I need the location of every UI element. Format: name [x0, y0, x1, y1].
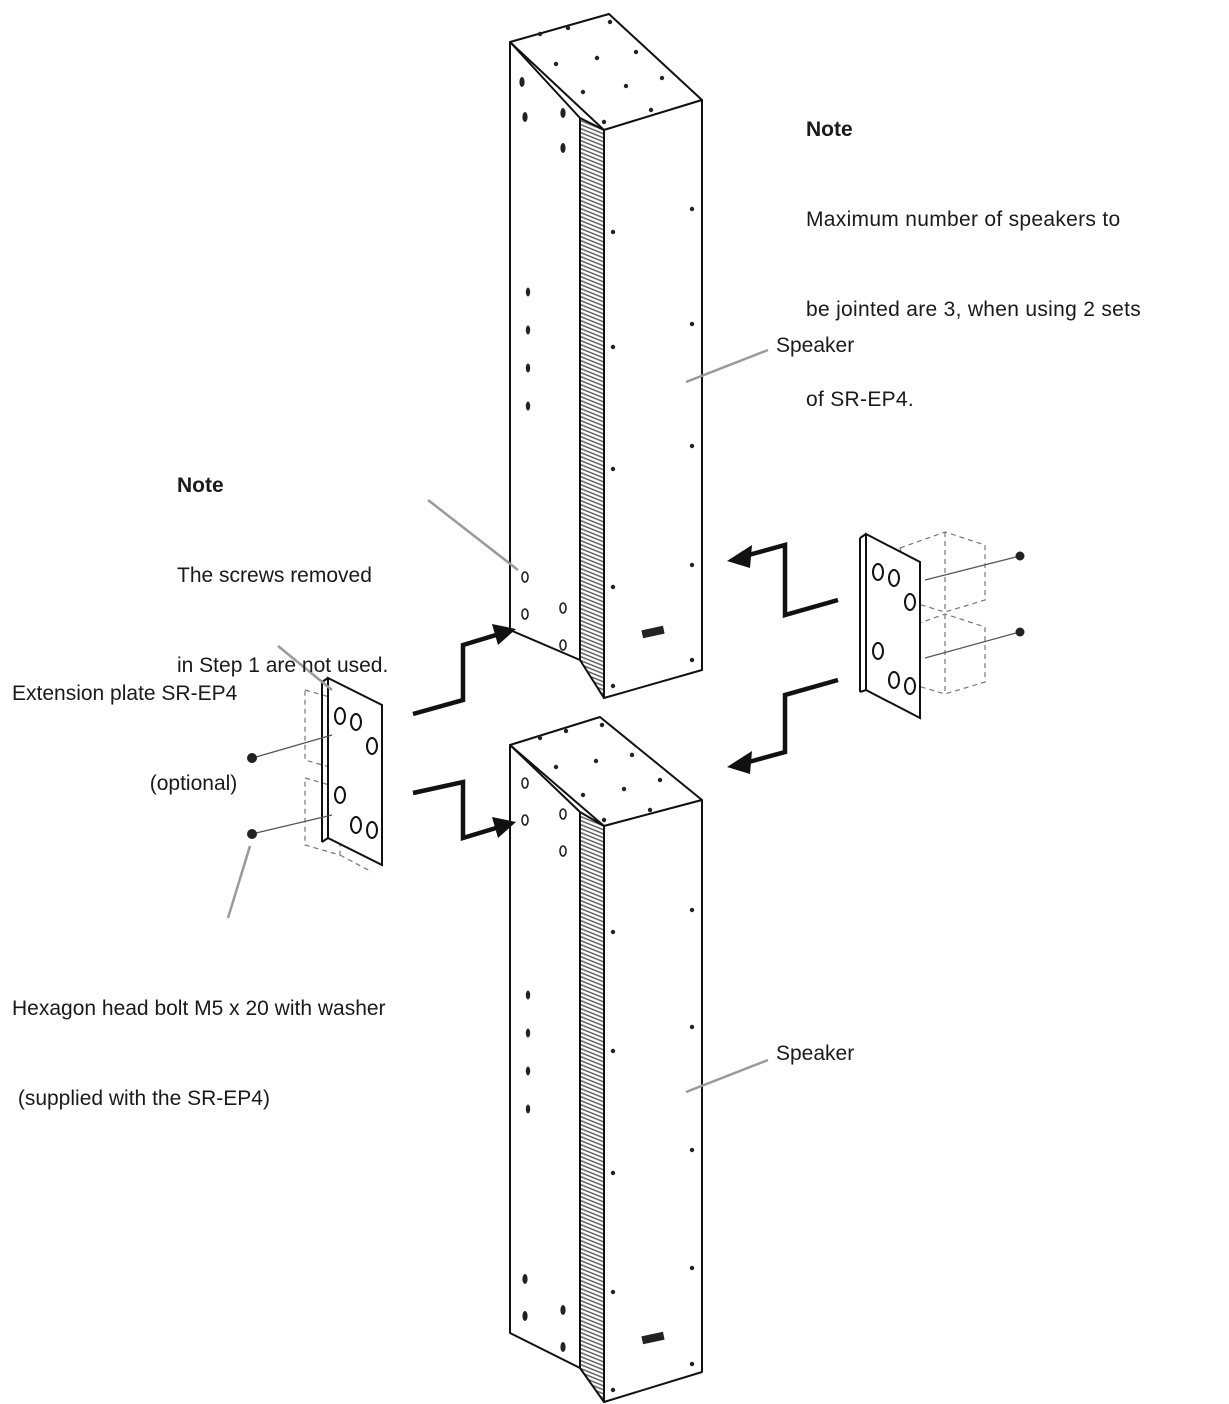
speaker-upper-bottom-holes	[521, 571, 567, 651]
arrow-right-upper	[744, 542, 839, 618]
note-screws-not-used: Note The screws removed in Step 1 are no…	[177, 411, 388, 711]
leader-speaker-lower	[685, 1058, 769, 1094]
hexagon-bolt-left-upper	[247, 734, 333, 763]
speaker-lower-front-face	[603, 799, 703, 1403]
label-extension-plate: Extension plate SR-EP4 (optional)	[12, 619, 237, 829]
note-max-speakers-line-3: of SR-EP4.	[806, 388, 915, 411]
leader-note-screws	[427, 499, 519, 571]
hexagon-bolt-right-lower	[924, 627, 1025, 659]
label-speaker-lower: Speaker	[776, 1042, 855, 1065]
note-screws-heading: Note	[177, 474, 224, 497]
extension-plate-left-body	[327, 676, 383, 867]
note-screws-line-1: The screws removed	[177, 564, 372, 587]
extension-plate-right-body	[865, 532, 921, 720]
arrow-right-lower	[744, 677, 839, 766]
label-hexagon-bolt: Hexagon head bolt M5 x 20 with washer (s…	[12, 934, 386, 1144]
label-hexagon-bolt-line-2: (supplied with the SR-EP4)	[12, 1087, 270, 1110]
speaker-upper-holes	[519, 19, 695, 689]
label-speaker-upper: Speaker	[776, 334, 855, 357]
hexagon-bolt-right-upper	[924, 551, 1025, 581]
arrow-left-lower	[412, 779, 497, 842]
hexagon-bolt-left-lower	[247, 814, 333, 839]
speaker-lower-left-face	[509, 744, 581, 1369]
extension-plate-left	[247, 676, 383, 873]
speaker-lower-top-holes	[521, 777, 567, 857]
speaker-upper-grille	[579, 117, 605, 699]
speaker-lower-logo	[641, 1331, 665, 1345]
speaker-lower-holes	[522, 722, 695, 1393]
note-max-speakers: Note Maximum number of speakers to be jo…	[806, 55, 1221, 445]
label-extension-plate-line-2: (optional)	[149, 772, 238, 795]
speaker-upper-front-face	[603, 99, 703, 699]
speaker-lower	[509, 716, 703, 1403]
label-hexagon-bolt-line-1: Hexagon head bolt M5 x 20 with washer	[12, 997, 386, 1020]
arrow-left-upper	[412, 632, 497, 717]
speaker-upper-left-face	[509, 41, 581, 661]
label-extension-plate-line-1: Extension plate SR-EP4	[12, 682, 238, 705]
speaker-upper	[509, 13, 703, 699]
leader-bolt	[226, 845, 252, 919]
arrowheads	[492, 545, 752, 838]
leader-speaker-upper	[685, 348, 769, 384]
note-max-speakers-line-1: Maximum number of speakers to	[806, 208, 1121, 231]
speaker-upper-logo	[641, 625, 665, 639]
arrows	[412, 542, 839, 842]
note-max-speakers-heading: Note	[806, 118, 853, 141]
speaker-lower-grille	[579, 811, 605, 1403]
leader-lines	[226, 348, 769, 1094]
note-max-speakers-line-2: be jointed are 3, when using 2 sets	[806, 298, 1142, 321]
note-screws-line-2: in Step 1 are not used.	[177, 654, 389, 677]
leader-plate	[277, 645, 333, 691]
extension-plate-right	[859, 531, 1025, 720]
